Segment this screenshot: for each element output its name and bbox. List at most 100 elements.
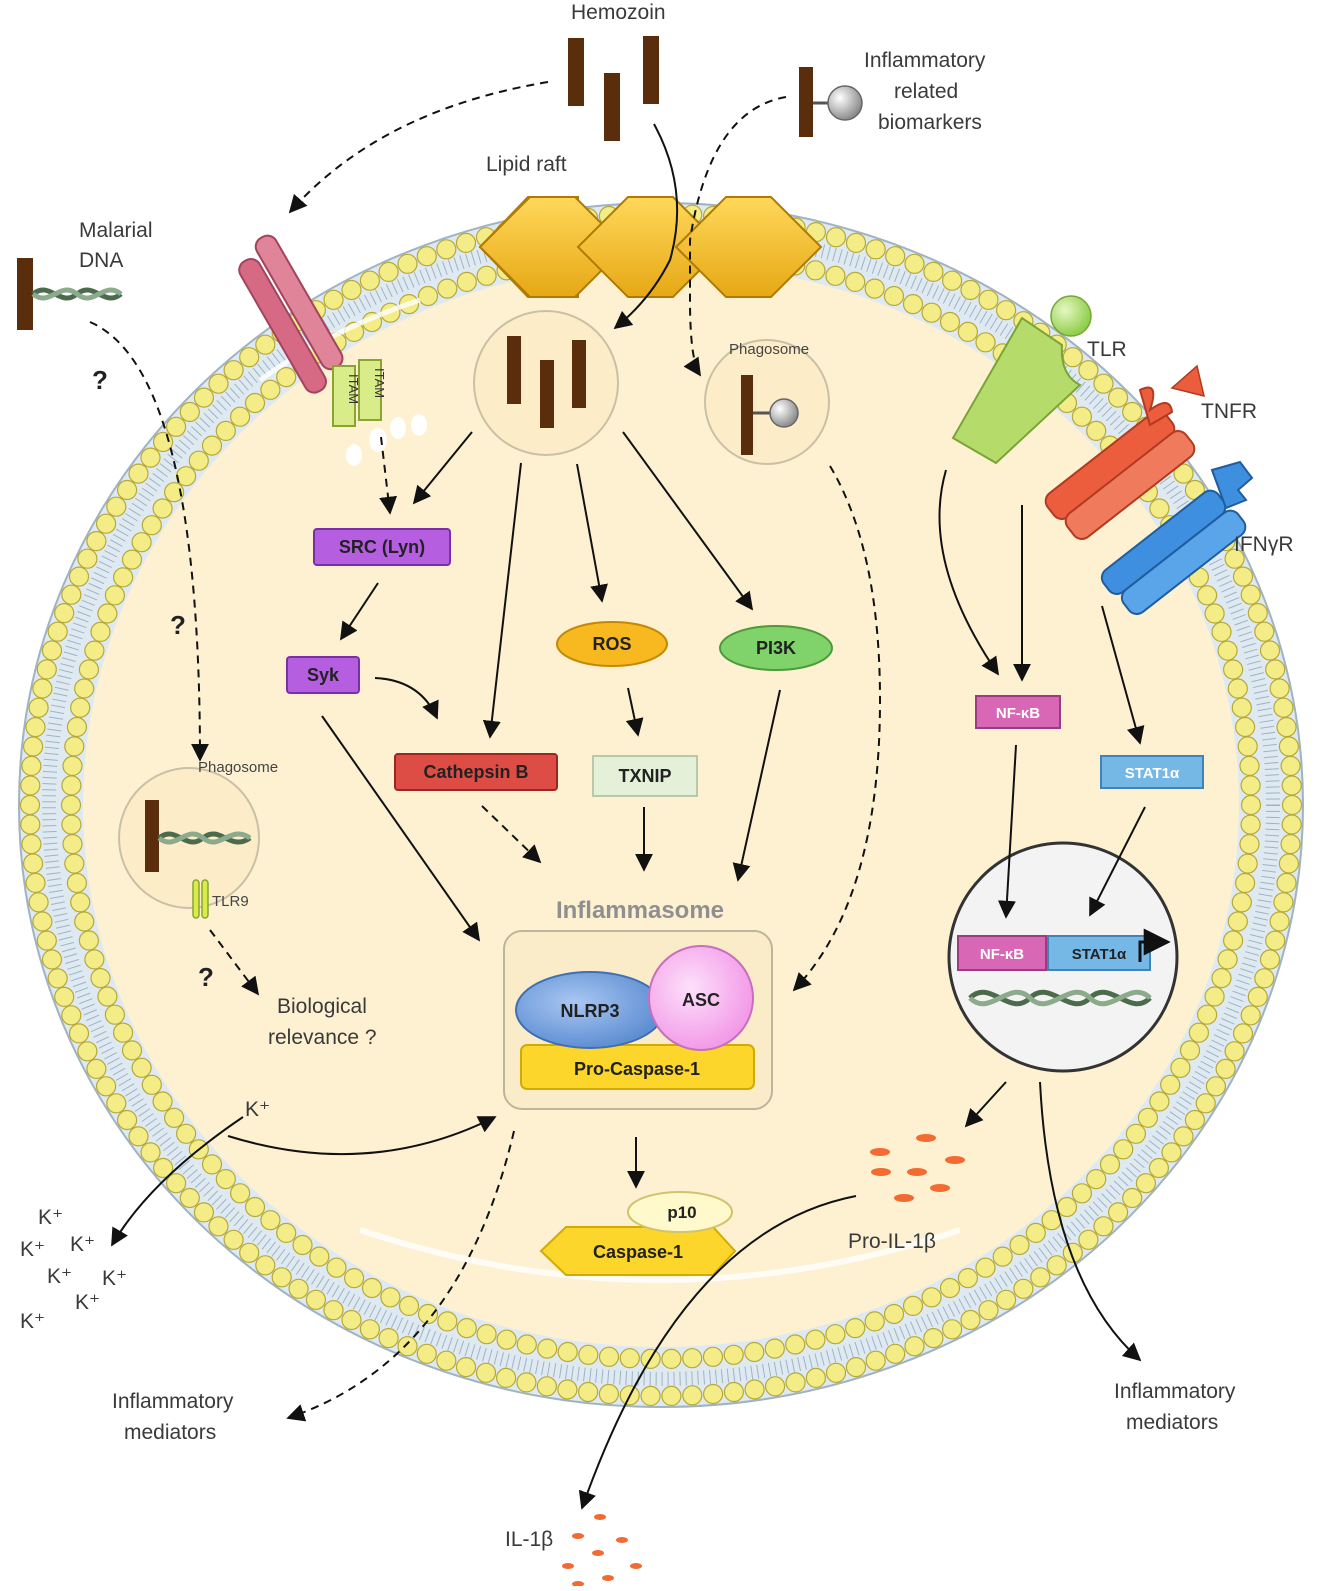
phospholipid-head xyxy=(845,271,866,292)
phospholipid-head xyxy=(121,549,143,570)
phospholipid-head xyxy=(536,1376,558,1397)
phospholipid-head xyxy=(865,239,886,260)
inflammatory-mediators-left-line2: mediators xyxy=(124,1421,216,1444)
phospholipid-head xyxy=(456,1317,477,1339)
ros-node: ROS xyxy=(556,621,668,667)
membrane-tails xyxy=(42,224,1280,1386)
phospholipid-head xyxy=(702,1346,724,1367)
phospholipid-head xyxy=(1269,678,1290,699)
phospholipid-head xyxy=(323,289,344,310)
phospholipid-head xyxy=(496,1367,517,1389)
stat1a-label: STAT1α xyxy=(1125,765,1180,782)
phospholipid-head xyxy=(1113,1139,1134,1160)
phospholipid-head xyxy=(1240,794,1262,816)
phospholipid-head xyxy=(1173,463,1194,484)
phospholipid-head xyxy=(1231,697,1252,718)
pro-caspase1-label: Pro-Caspase-1 xyxy=(574,1059,700,1079)
arrow-pro-il1b-to-il1b xyxy=(578,1195,857,1510)
phospholipid-head xyxy=(1269,911,1290,932)
phospholipid-head xyxy=(1231,892,1252,913)
phospholipid-head xyxy=(25,872,46,894)
phospholipid-head xyxy=(723,1381,745,1403)
phospholipid-head xyxy=(682,1385,703,1406)
tnfr-receptor xyxy=(1044,364,1206,540)
phospholipid-head xyxy=(1278,853,1300,874)
phospholipid-head xyxy=(1196,585,1218,606)
phospholipid-head xyxy=(344,1267,365,1289)
phospholipid-head xyxy=(152,1091,173,1112)
phospholipid-head xyxy=(1173,1126,1194,1147)
phospholipid-head xyxy=(904,1336,925,1357)
phospholipid-head xyxy=(1211,967,1232,989)
phospholipid-head xyxy=(36,659,57,680)
ifngr-head xyxy=(1210,460,1254,510)
phospho-bubble xyxy=(390,417,406,439)
phospholipid-head xyxy=(1224,1041,1245,1062)
nucleus-stat1a-label: STAT1α xyxy=(1072,946,1127,963)
phospholipid-head xyxy=(1232,1023,1254,1044)
phospholipid-head xyxy=(131,532,152,553)
syk-node: Syk xyxy=(286,656,360,694)
src-lyn-box xyxy=(313,528,451,566)
phospholipid-head xyxy=(1281,814,1302,835)
phospholipid-head xyxy=(166,416,187,437)
arrow-hemozoin-to-vesicle xyxy=(613,123,679,330)
phospholipid-head xyxy=(992,1246,1013,1267)
hemozoin-crystals xyxy=(568,36,659,141)
phospholipid-head xyxy=(957,321,979,342)
phospholipid-head xyxy=(417,285,439,307)
malarial-dna xyxy=(17,258,123,330)
phospholipid-head xyxy=(361,1277,383,1299)
phospholipid-head xyxy=(1237,853,1258,874)
phospholipid-head xyxy=(1239,755,1260,777)
phospholipid-head xyxy=(215,420,236,441)
lipid-raft-label: Lipid raft xyxy=(486,153,567,176)
phospholipid-head xyxy=(764,1338,785,1359)
arrow-ifngr-to-stat1a xyxy=(1101,605,1145,745)
k-plus-label: K⁺ xyxy=(75,1291,100,1314)
phospholipid-head xyxy=(1265,659,1286,680)
phospholipid-head xyxy=(1195,1093,1216,1114)
phospholipid-head xyxy=(1093,373,1114,394)
phospholipid-head xyxy=(106,1093,127,1114)
phospholipid-head xyxy=(1122,1187,1143,1209)
cytoplasm xyxy=(83,263,1239,1347)
phospholipid-head xyxy=(86,1058,107,1080)
phospholipid-head xyxy=(883,285,905,307)
phospholipid-head xyxy=(921,302,942,323)
phospholipid-head xyxy=(1148,1157,1170,1179)
hemozoin-label: Hemozoin xyxy=(571,1,666,24)
itam-label: ITAM xyxy=(346,374,361,404)
phospholipid-head xyxy=(326,1257,347,1278)
phospholipid-head xyxy=(455,1356,477,1378)
phospholipid-head xyxy=(239,347,260,368)
stat1a-node: STAT1α xyxy=(1100,755,1204,789)
phospholipid-head xyxy=(978,1300,999,1321)
phospholipid-head xyxy=(1278,736,1300,757)
phospholipid-head xyxy=(921,1287,942,1308)
phospholipid-head xyxy=(957,1267,979,1289)
dna-anchor xyxy=(145,800,159,872)
cathepsin-b-box xyxy=(394,753,558,791)
arrow-vesicle-to-ros xyxy=(576,463,608,603)
phospholipid-head xyxy=(86,530,107,552)
phospholipid-head xyxy=(25,716,46,738)
phospholipid-head xyxy=(883,1303,905,1325)
caspase1-label: Caspase-1 xyxy=(593,1242,683,1262)
phospholipid-head xyxy=(121,1040,143,1061)
phospholipid-head xyxy=(437,278,458,299)
phospholipid-head xyxy=(179,1187,200,1209)
phospho-bubble xyxy=(346,444,362,466)
phospholipid-head xyxy=(1273,697,1294,718)
phospholipid-head xyxy=(1135,1173,1157,1194)
phospholipid-head xyxy=(702,1383,724,1405)
arrow-itam-to-src xyxy=(379,436,398,515)
phospholipid-head xyxy=(598,1346,620,1367)
phospholipid-head xyxy=(516,1372,537,1393)
inflammatory-mediators-right-line2: mediators xyxy=(1126,1411,1218,1434)
cathepsin-b-node: Cathepsin B xyxy=(394,753,558,791)
phospholipid-head xyxy=(1276,872,1297,894)
phospholipid-head xyxy=(1196,1004,1218,1025)
nucleus-nfkb-box xyxy=(957,935,1047,971)
